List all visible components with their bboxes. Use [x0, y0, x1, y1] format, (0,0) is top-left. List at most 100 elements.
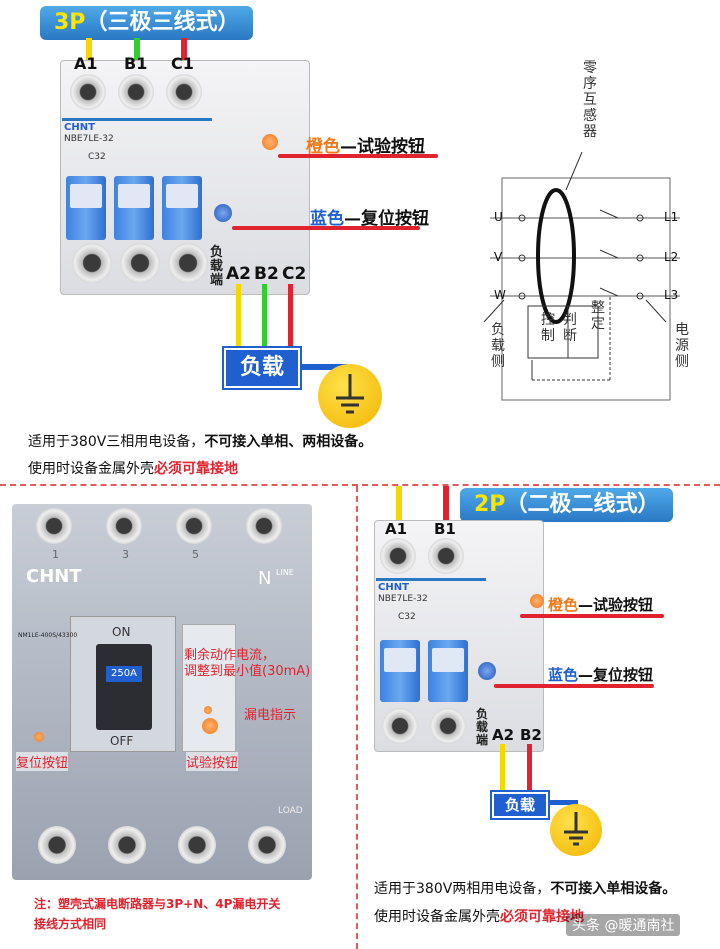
terminal-2p-bottom-a	[382, 708, 418, 744]
term-l3: L3	[664, 288, 679, 302]
terminal-bottom-c	[168, 243, 208, 283]
mccb-bottom-1	[38, 826, 76, 864]
mccb-handle[interactable]	[96, 644, 152, 730]
toggle-c[interactable]	[162, 176, 202, 240]
toggle-a[interactable]	[66, 176, 106, 240]
brand-3p: CHNT	[64, 122, 95, 133]
pole-5: 5	[192, 548, 199, 561]
wire-2p-a2	[500, 744, 505, 798]
terminal-a1	[70, 74, 106, 110]
toggle-b[interactable]	[114, 176, 154, 240]
badge-3p-text: （三极三线式）	[85, 10, 240, 35]
badge-3p-num: 3P	[54, 10, 86, 35]
terminal-a2-2p-label: A2	[492, 726, 515, 744]
blue-label-2p: 蓝色—复位按钮	[548, 666, 654, 684]
orange-label-2p: 橙色—试验按钮	[548, 596, 654, 614]
judge-label: 判断	[563, 312, 577, 344]
mccb-rating: 250A	[106, 666, 142, 682]
terminal-2p-b1-label: B1	[434, 520, 456, 538]
test-button-3p[interactable]	[262, 134, 278, 150]
mccb-load-text: LOAD	[278, 806, 303, 816]
terminal-bottom-b	[120, 243, 160, 283]
terminal-b2-label: B2	[254, 264, 279, 284]
mccb-brand: CHNT	[26, 566, 82, 587]
terminal-b2-2p-label: B2	[520, 726, 542, 744]
load-side-label: 负载侧	[491, 322, 505, 370]
pole-1: 1	[52, 548, 59, 561]
mccb-test-button[interactable]	[202, 718, 218, 734]
model-3p: NBE7LE-32	[64, 134, 114, 144]
terminal-2p-a1	[380, 538, 416, 574]
rating-2p: C32	[398, 612, 416, 622]
blue-underline-3p	[232, 226, 420, 230]
terminal-2p-a1-label: A1	[385, 520, 408, 538]
reset-button-3p[interactable]	[214, 204, 232, 222]
wire-a1	[86, 38, 92, 78]
mccb-reset-button[interactable]	[34, 732, 44, 742]
terminal-a1-label: A1	[74, 54, 98, 73]
terminal-c1-label: C1	[171, 54, 194, 73]
terminal-a2-label: A2	[226, 264, 251, 284]
badge-3p: 3P（三极三线式）	[40, 6, 254, 40]
mccb-top-n	[246, 508, 282, 544]
term-v: V	[494, 250, 503, 264]
ann-reset: 复位按钮	[16, 752, 69, 771]
orange-underline-2p	[520, 614, 664, 618]
wire-c2	[288, 284, 293, 352]
wire-2p-b1	[443, 486, 449, 526]
mccb-bottom-5	[178, 826, 216, 864]
ann-residual: 剩余动作电流， 调整到最小值(30mA)	[184, 648, 311, 679]
model-2p: NBE7LE-32	[378, 594, 428, 604]
schematic-diagram	[483, 151, 680, 401]
term-u: U	[494, 210, 503, 224]
reset-button-2p[interactable]	[478, 662, 496, 680]
orange-underline-3p	[278, 154, 438, 158]
note1-2p: 适用于380V两相用电设备，不可接入单相设备。	[374, 881, 677, 897]
ct-label: 零序互感器	[583, 60, 597, 140]
brand-2p: CHNT	[378, 582, 409, 593]
note2-3p: 使用时设备金属外壳必须可靠接地	[28, 461, 238, 477]
mccb-top-3	[106, 508, 142, 544]
load-box-3p: 负载	[224, 348, 300, 388]
ground-icon-2p	[550, 804, 602, 856]
term-w: W	[494, 288, 506, 302]
ground-wire-2p	[548, 800, 578, 805]
wire-2p-b2	[527, 744, 532, 798]
pole-3: 3	[122, 548, 129, 561]
setting-label: 整定	[591, 300, 605, 332]
toggle-2p-a[interactable]	[380, 640, 420, 702]
wire-b1	[134, 38, 140, 78]
mccb-top-5	[176, 508, 212, 544]
ground-icon-3p	[318, 364, 382, 428]
mccb-n: N	[258, 568, 272, 589]
terminal-c1	[166, 74, 202, 110]
terminal-bottom-a	[72, 243, 112, 283]
separator-vertical	[356, 486, 358, 949]
blue-strip-2p	[376, 578, 486, 581]
mccb-off: OFF	[110, 734, 134, 748]
terminal-b1-label: B1	[124, 54, 148, 73]
wire-c1	[181, 38, 187, 78]
load-side-2p: 负载端	[476, 707, 489, 747]
mccb-footnote: 注：塑壳式漏电断路器与3P+N、4P漏电开关 接线方式相同	[34, 897, 281, 931]
toggle-2p-b[interactable]	[428, 640, 468, 702]
ann-test: 试验按钮	[186, 752, 239, 771]
orange-label-3p: 橙色—试验按钮	[306, 137, 425, 157]
mccb-on: ON	[112, 625, 131, 639]
blue-label-3p: 蓝色—复位按钮	[310, 209, 429, 229]
badge-2p-text: （二极二线式）	[505, 492, 660, 517]
rating-3p: C32	[88, 152, 106, 162]
power-side-label: 电源侧	[675, 322, 689, 370]
ground-wire-3p	[300, 364, 348, 370]
terminal-2p-bottom-b	[430, 708, 466, 744]
mccb-top-1	[36, 508, 72, 544]
wire-a2	[236, 284, 241, 352]
mccb-bottom-3	[108, 826, 146, 864]
blue-underline-2p	[494, 684, 654, 688]
wire-b2	[262, 284, 267, 352]
test-button-2p[interactable]	[530, 594, 544, 608]
terminal-c2-label: C2	[282, 264, 307, 284]
blue-strip	[62, 118, 212, 121]
terminal-2p-b1	[428, 538, 464, 574]
mccb-line: LINE	[276, 568, 294, 577]
